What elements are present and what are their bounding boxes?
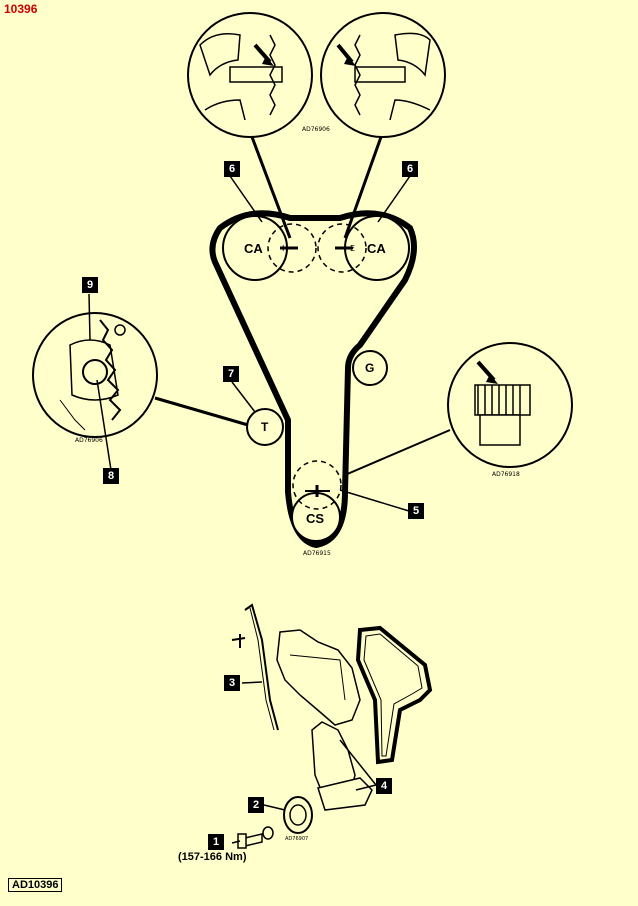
callout-8: 8 [103,468,119,484]
lower-cover [311,721,373,811]
dipstick-tube [231,603,279,731]
callout-9: 9 [82,277,98,293]
upper-cover [276,629,361,726]
callout-5: 5 [408,503,424,519]
timing-belt-exploded [355,625,433,765]
crankshaft-detail-ref: AD76918 [492,471,520,478]
timing-belt [209,210,417,548]
crankshaft-detail [447,342,573,468]
callout-6-right: 6 [402,161,418,177]
camshaft-detail-right [320,12,446,138]
tensioner-detail [32,312,158,438]
torque-spec: (157-166 Nm) [178,851,247,863]
crankshaft-pulley-label: CS [306,511,325,526]
guide-pulley-label: G [365,361,375,375]
diagram-id-footer: AD10396 [8,878,63,892]
crank-pulley-exploded [237,796,313,849]
callout-6-left: 6 [224,161,240,177]
diagram-id-header: 10396 [4,2,38,16]
camshaft-pulley-left-label: CA [244,241,263,256]
camshaft-detail-ref: AD76906 [302,126,330,133]
left-cam-mark: H [282,244,289,253]
callout-7: 7 [223,366,239,382]
right-cam-mark: E [350,244,356,253]
camshaft-detail-left [187,12,313,138]
callout-3: 3 [224,675,240,691]
belt-layout-ref: AD76915 [303,550,331,557]
callout-1: 1 [208,834,224,850]
tensioner-pulley-label: T [261,420,269,434]
callout-4: 4 [376,778,392,794]
exploded-small-ref: AD76907 [285,836,309,842]
callout-2: 2 [248,797,264,813]
camshaft-pulley-right-label: CA [367,241,386,256]
tensioner-detail-ref: AD76906 [75,437,103,444]
